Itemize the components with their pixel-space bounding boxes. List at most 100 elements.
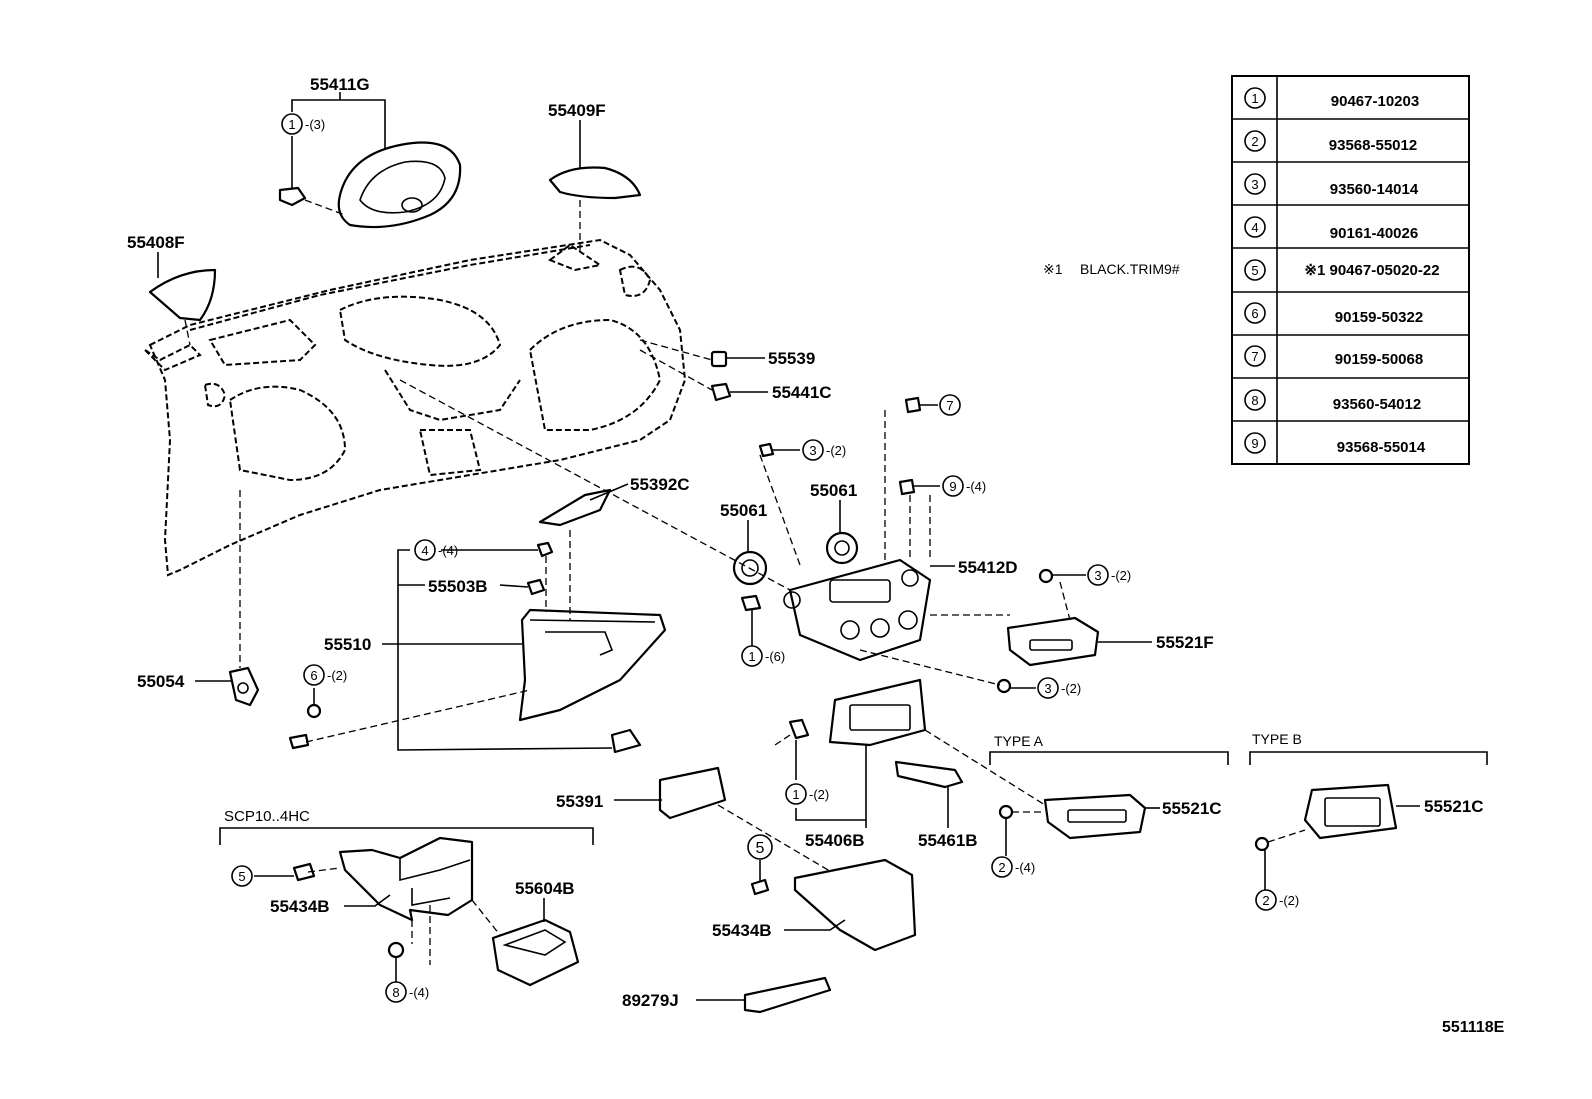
callout-1-qty-2: 1 -(2) (785, 783, 829, 805)
box-55521c-type-a-drawing (998, 793, 1147, 840)
legend-num: 1 (1251, 91, 1258, 106)
lid-55391-drawing (658, 766, 727, 820)
callout-9-qty-4: 9 -(4) (942, 475, 986, 497)
callout-2-qty-4: 2 -(4) (991, 856, 1035, 878)
svg-text:7: 7 (946, 398, 953, 413)
svg-text:5: 5 (238, 869, 245, 884)
svg-text:2: 2 (998, 860, 1005, 875)
scp-group-label: SCP10..4HC (224, 808, 310, 825)
svg-text:-(4): -(4) (1015, 860, 1035, 875)
svg-text:-(6): -(6) (765, 649, 785, 664)
callout-6-qty-2: 6 -(2) (303, 664, 347, 686)
legend-num: 7 (1251, 349, 1258, 364)
legend-part: 90159-50068 (1335, 351, 1423, 368)
callout-3-qty-2-top: 3 -(2) (802, 439, 846, 461)
part-label-55391: 55391 (556, 792, 603, 811)
screw-drawing-c (1038, 568, 1054, 584)
legend-part: 90467-10203 (1331, 93, 1419, 110)
bezel-55406b-drawing (788, 678, 927, 747)
clip-5-drawing (750, 878, 770, 896)
part-label-55441c: 55441C (772, 383, 832, 402)
svg-text:1: 1 (792, 787, 799, 802)
legend-num: 9 (1251, 436, 1258, 451)
callout-7: 7 (939, 394, 961, 416)
legend-part: 93560-14014 (1330, 181, 1419, 198)
part-label-55406b: 55406B (805, 831, 865, 850)
callout-8-qty-4: 8 -(4) (385, 981, 429, 1003)
screw-drawing-a (536, 541, 554, 558)
svg-text:-(4): -(4) (966, 479, 986, 494)
part-label-55061-left: 55061 (720, 501, 767, 520)
svg-text:3: 3 (1094, 568, 1101, 583)
clip-scp-5-drawing (292, 862, 316, 882)
svg-text:-(2): -(2) (1279, 893, 1299, 908)
cover-55409f-drawing (548, 166, 642, 200)
note-mark: ※1 (1043, 261, 1063, 277)
callout-4-qty-4: 4 -(4) (414, 539, 458, 561)
callout-circles: 1 -(3) 7 3 -(2) 9 -(4) 4 -(4) 3 -(2) (231, 113, 1299, 1003)
part-label-55604b: 55604B (515, 879, 575, 898)
svg-text:-(2): -(2) (1111, 568, 1131, 583)
legend-part: 90161-40026 (1330, 225, 1418, 242)
legend-part: ※1 90467-05020-22 (1304, 262, 1439, 279)
part-label-55061-right: 55061 (810, 481, 857, 500)
legend-row: 7 90159-50068 (1244, 345, 1423, 368)
type-a-label: TYPE A (994, 733, 1044, 749)
legend-row: 4 90161-40026 (1244, 216, 1418, 242)
console-55434b-left-drawing (338, 836, 474, 922)
svg-text:5: 5 (756, 840, 765, 857)
part-label-55054: 55054 (137, 672, 185, 691)
part-label-55521f: 55521F (1156, 633, 1214, 652)
svg-text:-(3): -(3) (305, 117, 325, 132)
glove-box-55510-drawing (518, 608, 667, 754)
legend-num: 6 (1251, 306, 1258, 321)
clip-55539-drawing (710, 350, 728, 368)
clip-55441c-drawing (710, 382, 732, 402)
svg-text:-(2): -(2) (826, 443, 846, 458)
callout-3-qty-2-right: 3 -(2) (1087, 564, 1131, 586)
svg-text:-(2): -(2) (1061, 681, 1081, 696)
part-label-55521c-type-a: 55521C (1162, 799, 1222, 818)
svg-text:3: 3 (1044, 681, 1051, 696)
tray-55461b-drawing (894, 760, 964, 789)
fastener-legend-table: 1 90467-10203 2 93568-55012 3 93560-1401… (1231, 75, 1470, 465)
svg-text:1: 1 (748, 649, 755, 664)
legend-row: 1 90467-10203 (1244, 87, 1419, 110)
part-label-55409f: 55409F (548, 101, 606, 120)
box-55521c-type-b-drawing (1254, 783, 1398, 852)
svg-text:2: 2 (1262, 893, 1269, 908)
note-text: BLACK.TRIM9# (1080, 261, 1180, 277)
legend-num: 2 (1251, 134, 1258, 149)
legend-num: 5 (1251, 263, 1258, 278)
callout-1-qty-6: 1 -(6) (741, 645, 785, 667)
group-labels: TYPE A TYPE B SCP10..4HC (224, 731, 1302, 825)
trim-note: ※1 BLACK.TRIM9# (1043, 261, 1180, 277)
callout-3-qty-2-lower: 3 -(2) (1037, 677, 1081, 699)
legend-part: 93568-55014 (1337, 439, 1426, 456)
screw-drawing-b (526, 578, 546, 596)
instrument-panel-drawing (144, 238, 687, 577)
legend-part: 93560-54012 (1333, 396, 1421, 413)
box-55604b-drawing (491, 918, 580, 987)
part-label-55461b: 55461B (918, 831, 978, 850)
svg-text:-(2): -(2) (327, 668, 347, 683)
screw-scp-8-drawing (387, 941, 405, 959)
meter-hood-drawing (278, 141, 462, 229)
callout-5-right: 5 (747, 834, 773, 860)
part-label-55521c-type-b: 55521C (1424, 797, 1484, 816)
legend-row: 9 93568-55014 (1244, 432, 1426, 456)
legend-num: 4 (1251, 220, 1258, 235)
plate-89279j-drawing (743, 976, 832, 1014)
legend-row: 8 93560-54012 (1244, 389, 1421, 413)
legend-part: 90159-50322 (1335, 309, 1423, 326)
diagram-code: 551118E (1442, 1019, 1505, 1036)
part-label-55408f: 55408F (127, 233, 185, 252)
callout-2-qty-2: 2 -(2) (1255, 889, 1299, 911)
part-label-89279j: 89279J (622, 991, 679, 1010)
leader-lines (157, 92, 1488, 1001)
part-label-55412d: 55412D (958, 558, 1018, 577)
register-55061-right-drawing (825, 531, 859, 565)
callout-1-qty-3: 1 -(3) (281, 113, 325, 135)
